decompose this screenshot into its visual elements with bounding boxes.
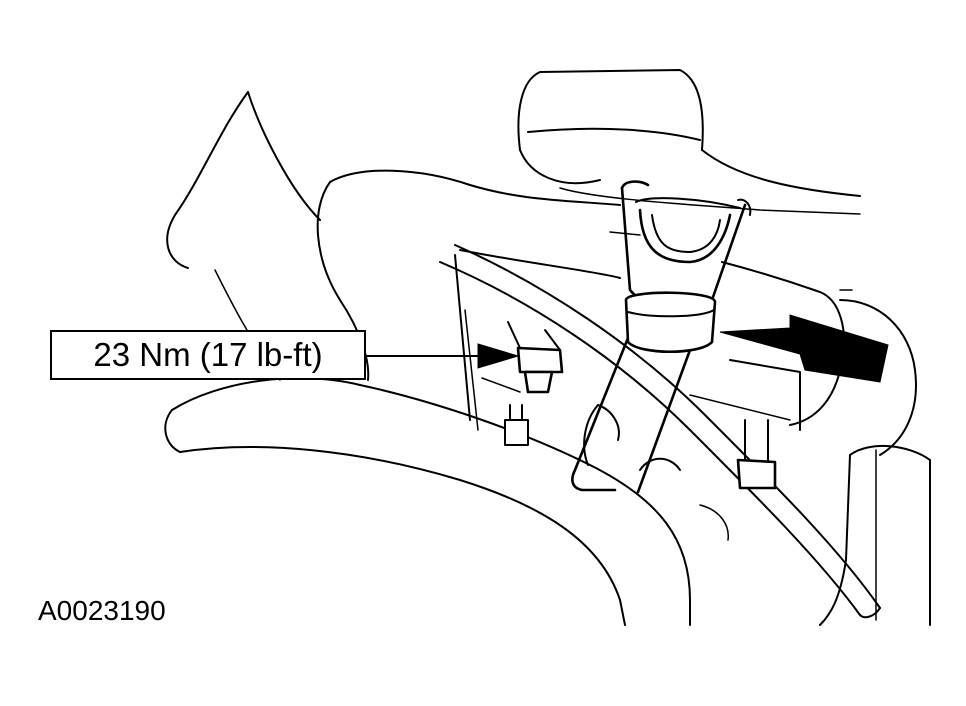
right-bracket: [819, 444, 931, 626]
callout-leader-arrow: [365, 343, 520, 369]
indicator-arrow: [719, 314, 889, 383]
shift-lever: [571, 336, 692, 494]
figure-id: A0023190: [38, 595, 166, 626]
lever-bushing: [620, 180, 752, 354]
right-nut: [736, 419, 777, 490]
upper-housing: [517, 69, 861, 215]
mounting-nut: [507, 321, 564, 394]
crossmember: [164, 377, 691, 626]
shift-cable: [439, 244, 881, 619]
transmission-case: [316, 169, 917, 456]
detail-lines: [481, 231, 853, 541]
lower-stud: [504, 404, 529, 446]
torque-callout: 23 Nm (17 lb-ft): [50, 330, 366, 380]
